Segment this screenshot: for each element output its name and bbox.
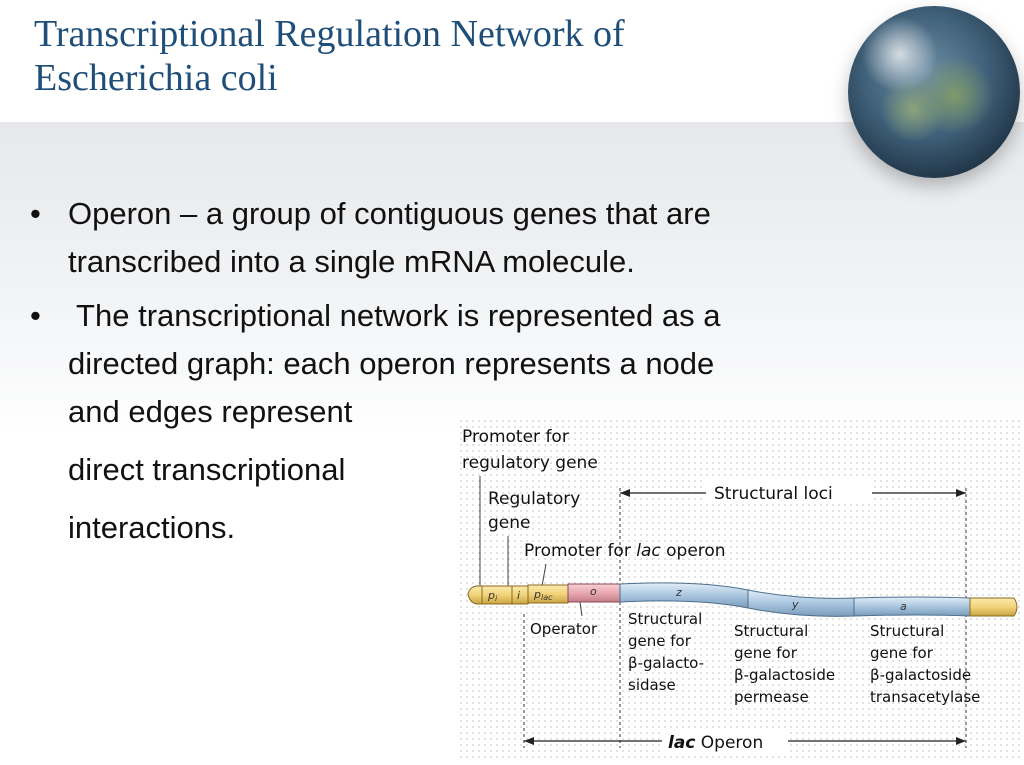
gene-z-label: z <box>675 586 682 599</box>
gene-end-cap <box>969 597 1018 617</box>
leader-line <box>579 601 583 617</box>
label-line: sidase <box>628 676 676 694</box>
bullet-list: • Operon – a group of contiguous genes t… <box>30 190 950 558</box>
lac-label-bg <box>662 729 788 753</box>
promoter-lac-label: Promoter for lac operon <box>524 541 726 561</box>
background-band <box>0 122 1024 432</box>
label-line: gene for <box>870 644 934 662</box>
label-line: Structural <box>628 610 702 628</box>
bullet-line: direct transcriptional <box>68 452 346 487</box>
structural-a-label: Structural gene for β-galactoside transa… <box>870 622 980 706</box>
regulatory-gene-label: Regulatory <box>488 489 580 509</box>
operator-label: Operator <box>530 620 598 638</box>
bullet-marker: • <box>30 196 41 231</box>
gene-y-label: y <box>791 598 799 611</box>
label-line: permease <box>734 688 809 706</box>
label-line: Structural <box>870 622 944 640</box>
gene-a <box>853 596 971 617</box>
bullet-line: The transcriptional network is represent… <box>68 298 721 333</box>
globe-image <box>848 6 1020 178</box>
gene-z <box>619 582 749 609</box>
gene-y <box>747 589 855 617</box>
loci-label-bg <box>706 480 872 504</box>
arrow-right-icon <box>956 489 966 497</box>
label-line: β-galactoside <box>870 666 971 684</box>
label-line: Structural <box>734 622 808 640</box>
structural-y-label: Structural gene for β-galactoside permea… <box>734 622 835 706</box>
promoter-regulatory-label: regulatory gene <box>462 453 598 473</box>
lac-operon-diagram: Promoter for regulatory gene Regulatory … <box>458 418 1024 758</box>
gene-plac-label: plac <box>533 588 553 602</box>
bullet-item: • Operon – a group of contiguous genes t… <box>30 190 950 286</box>
lac-operon-svg: Promoter for regulatory gene Regulatory … <box>462 427 1018 753</box>
gene-i-label: i <box>517 589 520 602</box>
arrow-left-icon <box>524 737 534 745</box>
label-line: β-galactoside <box>734 666 835 684</box>
bullet-line: and edges represent <box>68 394 353 429</box>
bullet-line: directed graph: each operon represents a… <box>68 346 715 381</box>
bullet-line: interactions. <box>68 510 236 545</box>
promoter-regulatory-label: Promoter for <box>462 427 569 447</box>
label-line: gene for <box>734 644 798 662</box>
title-line-2: Escherichia coli <box>34 57 278 99</box>
arrow-right-icon <box>956 737 966 745</box>
slide-title: Transcriptional Regulation Network of Es… <box>34 12 794 100</box>
label-line: gene for <box>628 632 692 650</box>
bullet-line: Operon – a group of contiguous genes tha… <box>68 196 711 231</box>
bullet-line: transcribed into a single mRNA molecule. <box>68 244 635 279</box>
title-line-1: Transcriptional Regulation Network of <box>34 13 625 55</box>
gene-a-label: a <box>900 600 907 613</box>
gene-o-label: o <box>590 585 597 598</box>
arrow-left-icon <box>620 489 630 497</box>
lac-operon-label: lac Operon <box>668 733 763 753</box>
structural-loci-label: Structural loci <box>714 484 833 504</box>
leader-line <box>541 563 547 587</box>
bullet-marker: • <box>30 298 41 333</box>
dna-strand <box>467 582 1018 617</box>
gene-pi-cap <box>467 585 483 605</box>
label-line: β-galacto- <box>628 654 704 672</box>
regulatory-gene-label: gene <box>488 513 530 533</box>
structural-z-label: Structural gene for β-galacto- sidase <box>628 610 704 694</box>
gene-pi-label: pi <box>487 589 498 603</box>
label-line: transacetylase <box>870 688 980 706</box>
bullet-item: • The transcriptional network is represe… <box>30 292 950 552</box>
